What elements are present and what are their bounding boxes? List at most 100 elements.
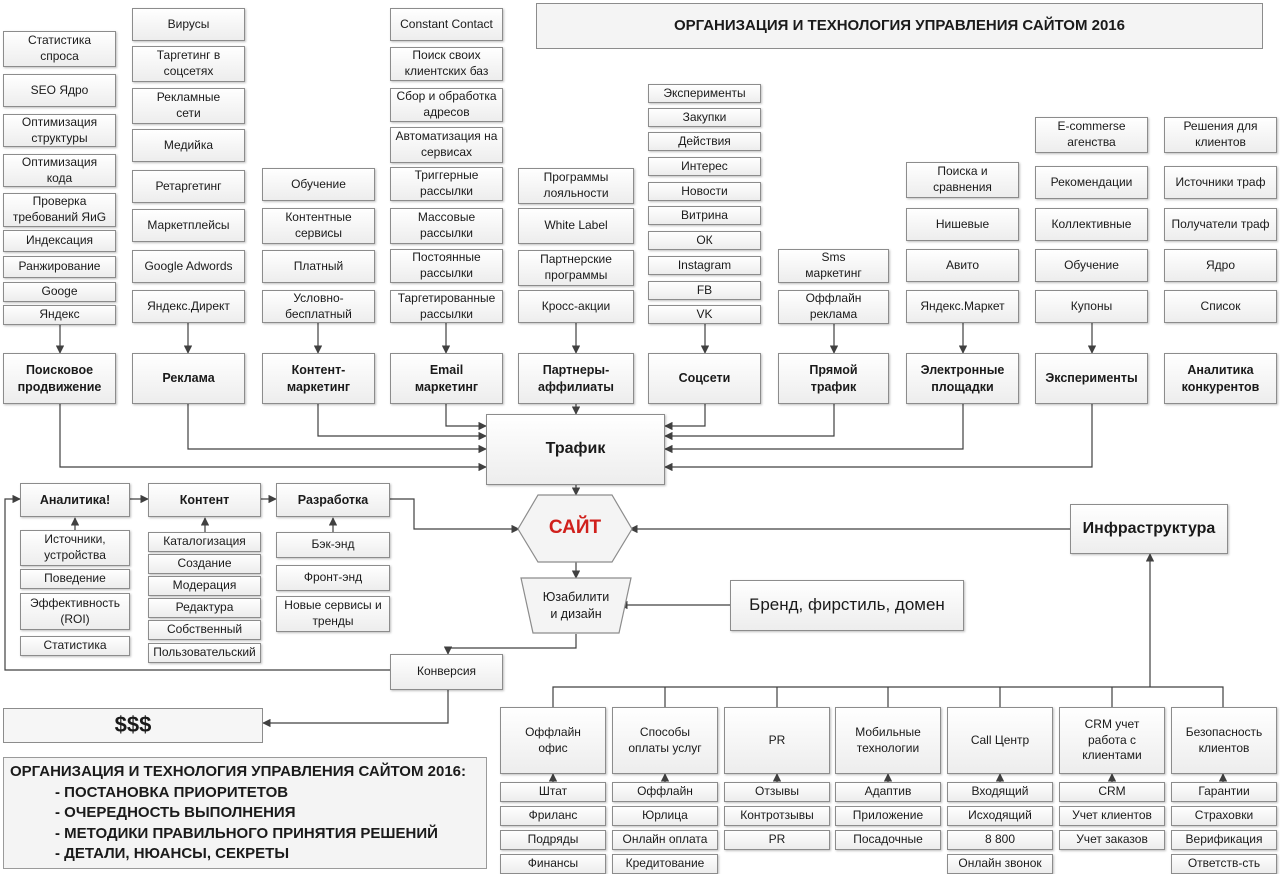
development-item: Бэк-энд	[276, 532, 390, 558]
brand-node: Бренд, фирстиль, домен	[730, 580, 964, 631]
infra-item: Фриланс	[500, 806, 606, 826]
source-item: E-commerse агенства	[1035, 117, 1148, 153]
infra-item: Учет клиентов	[1059, 806, 1165, 826]
source-item: White Label	[518, 208, 634, 244]
infra-item: CRM	[1059, 782, 1165, 802]
content-item: Редактура	[148, 598, 261, 618]
category-email: Email маркетинг	[390, 353, 503, 404]
source-item: Решения для клиентов	[1164, 117, 1277, 153]
infra-item: Контротзывы	[724, 806, 830, 826]
source-item: Яндекс.Директ	[132, 290, 245, 323]
analytics-item: Эффективность (ROI)	[20, 593, 130, 630]
source-item: Эксперименты	[648, 84, 761, 103]
category-experiments: Эксперименты	[1035, 353, 1148, 404]
source-item: Constant Contact	[390, 8, 503, 41]
infra-item: Адаптив	[835, 782, 941, 802]
source-item: Массовые рассылки	[390, 208, 503, 244]
infra-item: Верификация	[1171, 830, 1277, 850]
infrastructure-node: Инфраструктура	[1070, 504, 1228, 554]
source-item: ОК	[648, 231, 761, 250]
source-item: Партнерские программы	[518, 250, 634, 286]
category-marketplaces: Электронные площадки	[906, 353, 1019, 404]
infra-office: Оффлайн офис	[500, 707, 606, 774]
source-item: Рекомендации	[1035, 166, 1148, 199]
source-item: Закупки	[648, 108, 761, 127]
source-item: Обучение	[1035, 249, 1148, 282]
usability-shape	[520, 577, 632, 634]
title-box: ОРГАНИЗАЦИЯ И ТЕХНОЛОГИЯ УПРАВЛЕНИЯ САЙТ…	[536, 3, 1263, 49]
source-item: Новости	[648, 182, 761, 201]
source-item: Instagram	[648, 256, 761, 275]
category-search: Поисковое продвижение	[3, 353, 116, 404]
infra-item: Финансы	[500, 854, 606, 874]
source-item: Ранжирование	[3, 256, 116, 278]
source-item: Триггерные рассылки	[390, 167, 503, 201]
source-item: Яндекс.Маркет	[906, 290, 1019, 323]
source-item: Список	[1164, 290, 1277, 323]
source-item: Обучение	[262, 168, 375, 201]
source-item: Контентные сервисы	[262, 208, 375, 244]
source-item: Платный	[262, 250, 375, 283]
infra-item: Страховки	[1171, 806, 1277, 826]
development-header: Разработка	[276, 483, 390, 517]
usability-node: Юзабилити и дизайн	[542, 590, 610, 621]
infra-item: Приложение	[835, 806, 941, 826]
summary-item: - МЕТОДИКИ ПРАВИЛЬНОГО ПРИНЯТИЯ РЕШЕНИЙ	[55, 824, 438, 842]
infra-item: Гарантии	[1171, 782, 1277, 802]
infra-pr: PR	[724, 707, 830, 774]
infra-callcenter: Call Центр	[947, 707, 1053, 774]
source-item: Проверка требований ЯиG	[3, 193, 116, 227]
source-item: Медийка	[132, 129, 245, 162]
source-item: Источники траф	[1164, 166, 1277, 199]
source-item: Нишевые	[906, 208, 1019, 241]
infra-item: Штат	[500, 782, 606, 802]
category-social: Соцсети	[648, 353, 761, 404]
content-header: Контент	[148, 483, 261, 517]
infra-item: Оффлайн	[612, 782, 718, 802]
category-content-marketing: Контент- маркетинг	[262, 353, 375, 404]
source-item: Сбор и обработка адресов	[390, 88, 503, 122]
development-item: Новые сервисы и тренды	[276, 596, 390, 632]
summary-heading: ОРГАНИЗАЦИЯ И ТЕХНОЛОГИЯ УПРАВЛЕНИЯ САЙТ…	[10, 763, 467, 780]
infra-item: 8 800	[947, 830, 1053, 850]
infra-item: Исходящий	[947, 806, 1053, 826]
source-item: Купоны	[1035, 290, 1148, 323]
source-item: Постоянные рассылки	[390, 249, 503, 283]
source-item: Автоматизация на сервисах	[390, 127, 503, 163]
source-item: Условно- бесплатный	[262, 290, 375, 323]
source-item: Витрина	[648, 206, 761, 225]
development-item: Фронт-энд	[276, 565, 390, 591]
content-item: Создание	[148, 554, 261, 574]
money-node: $$$	[3, 708, 263, 743]
source-item: FB	[648, 281, 761, 300]
category-direct: Прямой трафик	[778, 353, 889, 404]
source-item: Ретаргетинг	[132, 170, 245, 203]
source-item: Оффлайн реклама	[778, 290, 889, 324]
infra-item: Онлайн звонок	[947, 854, 1053, 874]
category-ads: Реклама	[132, 353, 245, 404]
content-item: Каталогизация	[148, 532, 261, 552]
source-item: Коллективные	[1035, 208, 1148, 241]
analytics-item: Статистика	[20, 636, 130, 656]
source-item: Поиск своих клиентских баз	[390, 47, 503, 81]
source-item: Яндекс	[3, 305, 116, 325]
analytics-item: Источники, устройства	[20, 530, 130, 566]
source-item: Статистика спроса	[3, 31, 116, 67]
infra-item: PR	[724, 830, 830, 850]
infra-item: Онлайн оплата	[612, 830, 718, 850]
infra-item: Подряды	[500, 830, 606, 850]
infra-item: Отзывы	[724, 782, 830, 802]
source-item: Действия	[648, 132, 761, 151]
source-item: Оптимизация структуры	[3, 114, 116, 147]
infra-item: Ответств-сть	[1171, 854, 1277, 874]
infra-item: Посадочные	[835, 830, 941, 850]
summary-item: - ОЧЕРЕДНОСТЬ ВЫПОЛНЕНИЯ	[55, 804, 296, 822]
infra-crm: CRM учет работа с клиентами	[1059, 707, 1165, 774]
source-item: Авито	[906, 249, 1019, 282]
infra-payment: Способы оплаты услуг	[612, 707, 718, 774]
source-item: Вирусы	[132, 8, 245, 41]
infra-item: Кредитование	[612, 854, 718, 874]
category-partners: Партнеры- аффилиаты	[518, 353, 634, 404]
source-item: VK	[648, 305, 761, 324]
source-item: Рекламные сети	[132, 88, 245, 124]
